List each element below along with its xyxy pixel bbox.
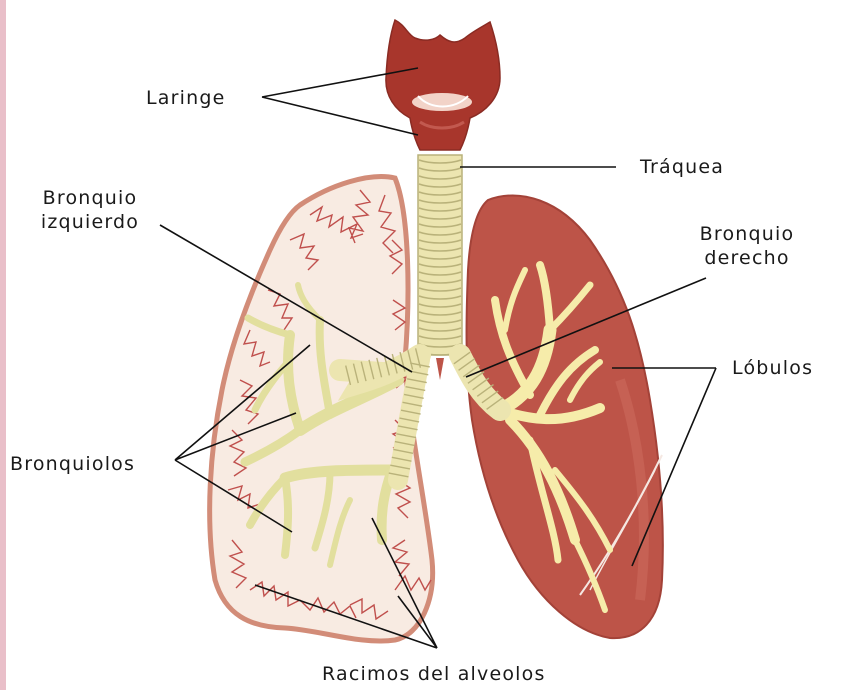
label-bronquio-izquierdo: Bronquio izquierdo xyxy=(34,186,146,234)
label-bronquio-derecho: Bronquio derecho xyxy=(692,222,802,270)
label-traquea: Tráquea xyxy=(640,155,724,179)
label-racimos: Racimos del alveolos xyxy=(322,662,546,686)
larynx xyxy=(386,20,500,150)
label-laringe: Laringe xyxy=(146,86,226,110)
label-bronquio-izquierdo-line2: izquierdo xyxy=(34,210,146,234)
label-lobulos: Lóbulos xyxy=(732,356,813,380)
label-bronquio-derecho-line1: Bronquio xyxy=(692,222,802,246)
label-bronquio-izquierdo-line1: Bronquio xyxy=(34,186,146,210)
left-edge-strip xyxy=(0,0,6,690)
label-bronquiolos: Bronquiolos xyxy=(10,452,135,476)
label-bronquio-derecho-line2: derecho xyxy=(692,246,802,270)
